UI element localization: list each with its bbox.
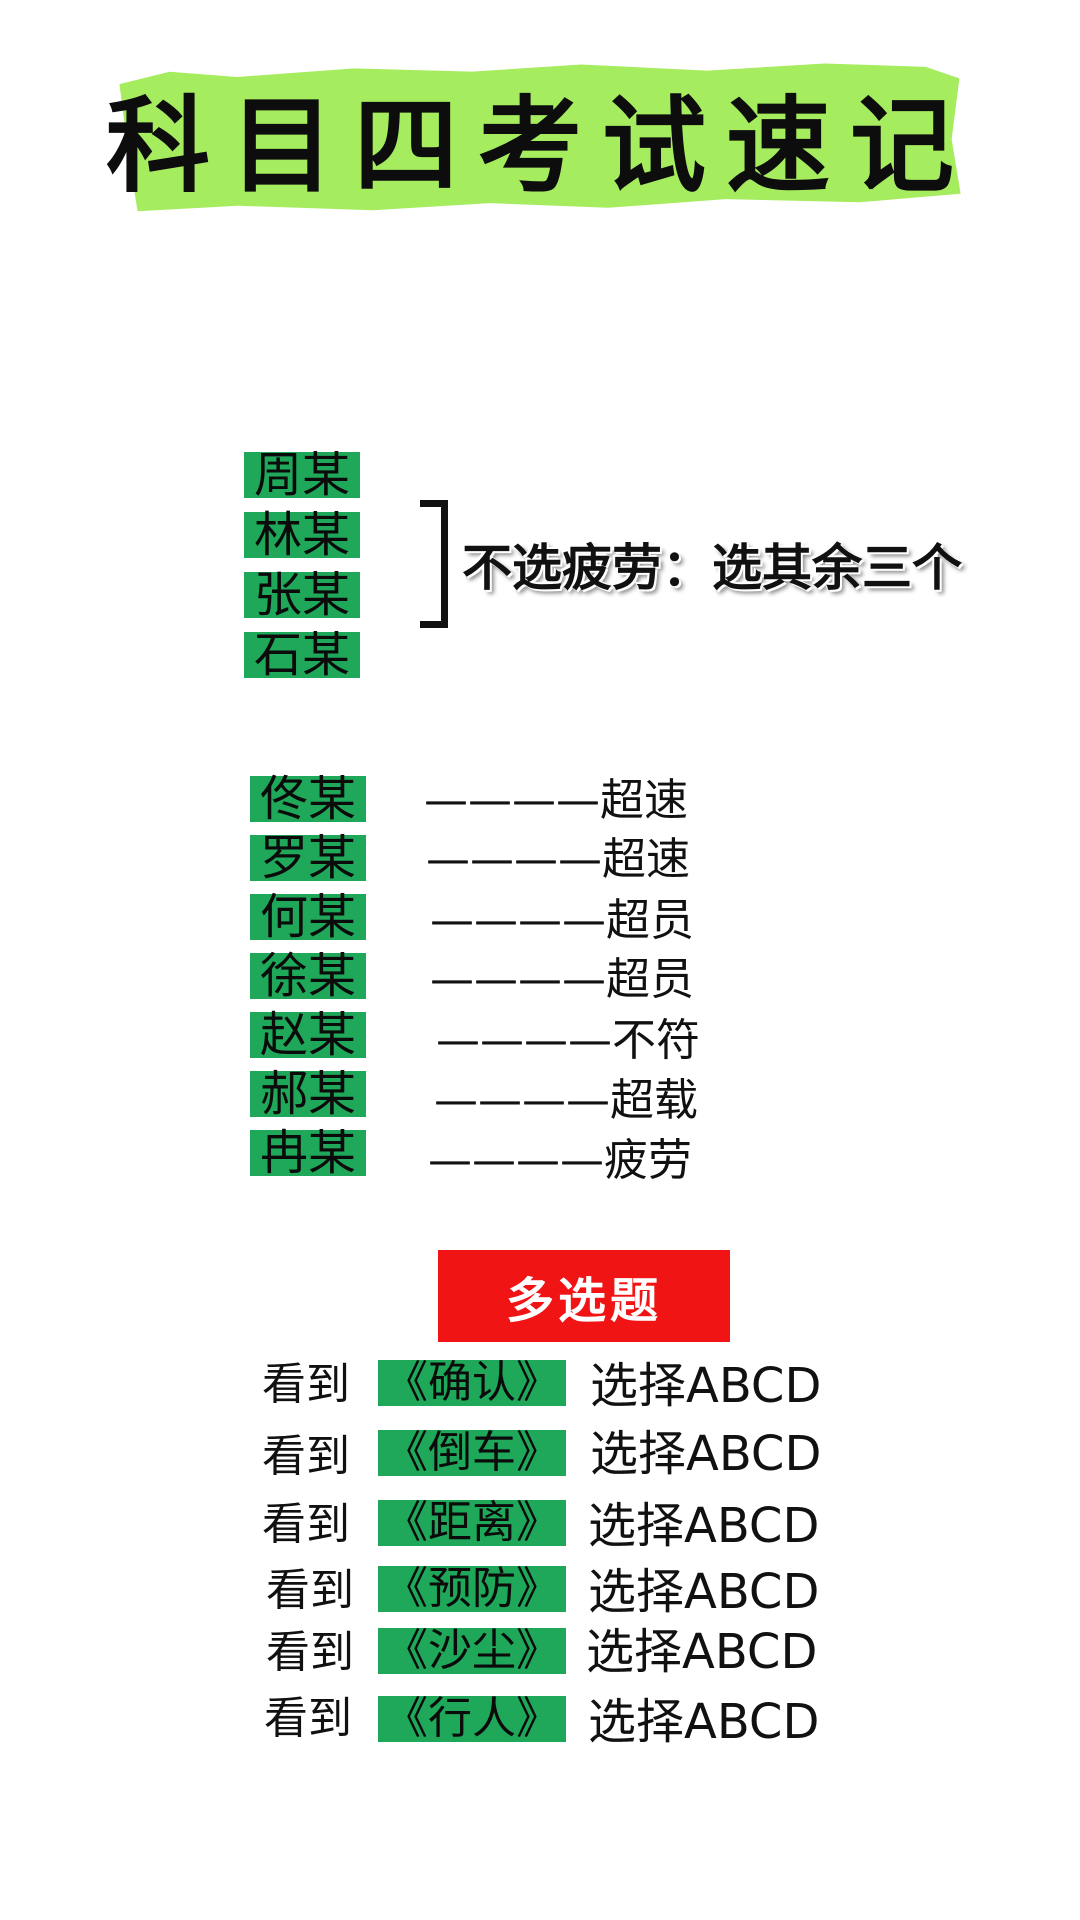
violation-answer: ————不符	[436, 1016, 700, 1066]
violation-name-tag: 罗某	[250, 834, 367, 882]
choice-answer: 选择ABCD	[590, 1426, 822, 1482]
violation-answer: ————超速	[426, 835, 690, 885]
keyword-tag: 《预防》	[378, 1566, 566, 1612]
dash-line: ————	[430, 895, 606, 946]
violation-answer: ————疲劳	[428, 1136, 692, 1186]
violation-answer-text: 超员	[606, 895, 694, 946]
see-label: 看到	[262, 1431, 350, 1482]
see-label: 看到	[264, 1693, 352, 1744]
fatigue-name-tag: 石某	[244, 631, 361, 679]
multiple-choice-banner: 多选题	[438, 1250, 730, 1342]
dash-line: ————	[424, 775, 600, 826]
keyword-tag: 《行人》	[378, 1696, 566, 1742]
choice-answer: 选择ABCD	[588, 1498, 820, 1554]
see-label: 看到	[262, 1499, 350, 1550]
violation-answer: ————超载	[434, 1076, 698, 1126]
choice-answer: 选择ABCD	[588, 1564, 820, 1620]
violation-name-tag: 何某	[250, 893, 367, 941]
violation-answer-text: 超载	[610, 1075, 698, 1126]
dash-line: ————	[426, 834, 602, 885]
violation-answer: ————超速	[424, 776, 688, 826]
keyword-tag: 《倒车》	[378, 1430, 566, 1476]
fatigue-name-tag: 张某	[244, 571, 361, 619]
dash-line: ————	[436, 1015, 612, 1066]
keyword-tag: 《沙尘》	[378, 1628, 566, 1674]
violation-answer-text: 超速	[602, 834, 690, 885]
violation-answer: ————超员	[430, 896, 694, 946]
title-wrapper: 科目四考试速记	[106, 62, 975, 210]
keyword-tag: 《确认》	[378, 1360, 566, 1406]
fatigue-note: 不选疲劳：选其余三个	[462, 538, 962, 597]
violation-name-tag: 徐某	[250, 952, 367, 1000]
see-label: 看到	[262, 1359, 350, 1410]
violation-name-tag: 郝某	[250, 1070, 367, 1118]
right-bracket	[420, 500, 448, 628]
fatigue-name-tag: 周某	[244, 451, 361, 499]
choice-answer: 选择ABCD	[586, 1624, 818, 1680]
fatigue-name-tag: 林某	[244, 511, 361, 559]
violation-answer-text: 不符	[612, 1015, 700, 1066]
violation-answer-text: 超速	[600, 775, 688, 826]
violation-answer-text: 超员	[606, 954, 694, 1005]
dash-line: ————	[428, 1135, 604, 1186]
violation-name-tag: 佟某	[250, 775, 367, 823]
violation-answer: ————超员	[430, 955, 694, 1005]
violation-answer-text: 疲劳	[604, 1135, 692, 1186]
choice-answer: 选择ABCD	[588, 1694, 820, 1750]
violation-name-tag: 冉某	[250, 1129, 367, 1177]
dash-line: ————	[434, 1075, 610, 1126]
page-title: 科目四考试速记	[106, 83, 975, 207]
keyword-tag: 《距离》	[378, 1500, 566, 1546]
dash-line: ————	[430, 954, 606, 1005]
see-label: 看到	[266, 1627, 354, 1678]
violation-name-tag: 赵某	[250, 1011, 367, 1059]
see-label: 看到	[266, 1565, 354, 1616]
choice-answer: 选择ABCD	[590, 1358, 822, 1414]
